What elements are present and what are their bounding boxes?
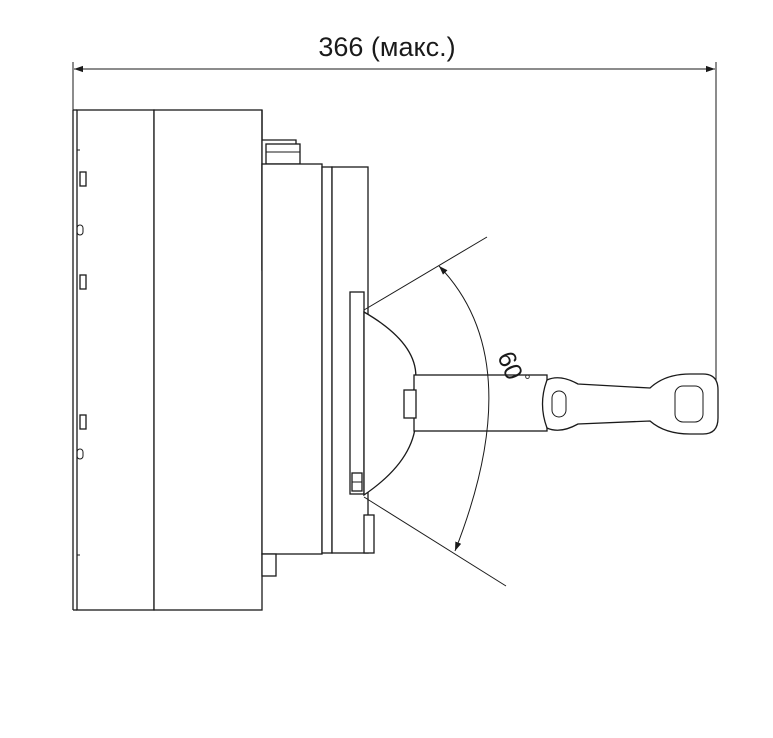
overall-dimension: 366 (макс.) [72, 32, 717, 395]
dimension-label: 366 (макс.) [318, 32, 455, 62]
angle-limit-upper [363, 236, 488, 311]
angle-arc [438, 265, 490, 552]
housing-step-middle [261, 163, 323, 555]
clip-2 [79, 274, 87, 290]
bottom-connector [261, 553, 277, 577]
top-connector [265, 143, 301, 165]
housing-front-section [76, 109, 155, 611]
housing-body [72, 109, 323, 611]
lever-handle-hole [674, 385, 704, 423]
lever-shaft [413, 374, 548, 432]
notch-2 [76, 448, 84, 460]
lever-blade [541, 373, 719, 435]
housing-rear-section [153, 109, 263, 611]
lever-arm [403, 373, 719, 435]
lever-collar [403, 389, 417, 419]
bearing-plate [349, 291, 365, 495]
flange-outer [321, 166, 333, 554]
notch-1 [76, 224, 84, 236]
clip-3 [79, 414, 87, 430]
clip-1 [79, 171, 87, 187]
flange-lower-block [363, 514, 375, 554]
angle-limit-lower [363, 496, 507, 587]
lever-slot [551, 390, 567, 418]
